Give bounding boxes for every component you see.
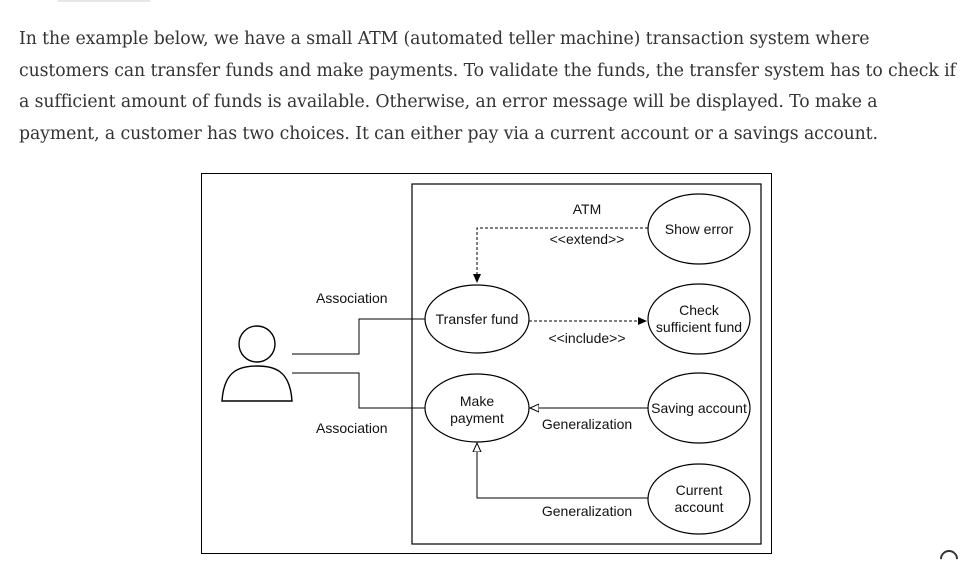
article-paragraph: In the example below, we have a small AT…	[19, 29, 956, 144]
generalization-current	[477, 444, 648, 499]
system-label: ATM	[573, 201, 602, 217]
diagram-canvas: ATM Association Association Transfer fun…	[221, 183, 762, 545]
extend-relation	[473, 227, 648, 283]
extend-label: <<extend>>	[550, 231, 625, 247]
svg-text:Check: Check	[679, 302, 720, 318]
svg-text:Current: Current	[676, 482, 723, 498]
use-case-check-sufficient-fund: Check sufficient fund	[647, 283, 751, 355]
use-case-transfer-fund: Transfer fund	[424, 284, 530, 354]
use-case-show-error: Show error	[647, 193, 751, 265]
include-label: <<include>>	[548, 330, 625, 346]
scroll-indicator-icon[interactable]	[936, 546, 962, 572]
system-boundary	[411, 183, 762, 545]
svg-text:sufficient fund: sufficient fund	[656, 319, 742, 335]
association-label-top: Association	[316, 290, 388, 306]
generalization-label-top: Generalization	[542, 416, 632, 432]
use-case-diagram: ATM Association Association Transfer fun…	[201, 173, 772, 554]
svg-text:Saving account: Saving account	[651, 400, 747, 416]
use-case-current-account: Current account	[647, 463, 751, 535]
svg-text:Make: Make	[460, 393, 494, 409]
svg-text:account: account	[674, 499, 723, 515]
generalization-label-bottom: Generalization	[542, 503, 632, 519]
use-case-saving-account: Saving account	[647, 372, 751, 444]
svg-text:payment: payment	[450, 410, 504, 426]
svg-text:Transfer fund: Transfer fund	[436, 311, 519, 327]
association-label-bottom: Association	[316, 420, 388, 436]
use-case-make-payment: Make payment	[424, 373, 530, 443]
actor-icon	[221, 325, 293, 402]
association-line-payment	[292, 372, 427, 409]
top-divider	[58, 0, 150, 2]
svg-text:Show error: Show error	[665, 221, 734, 237]
association-line-transfer	[292, 318, 427, 355]
